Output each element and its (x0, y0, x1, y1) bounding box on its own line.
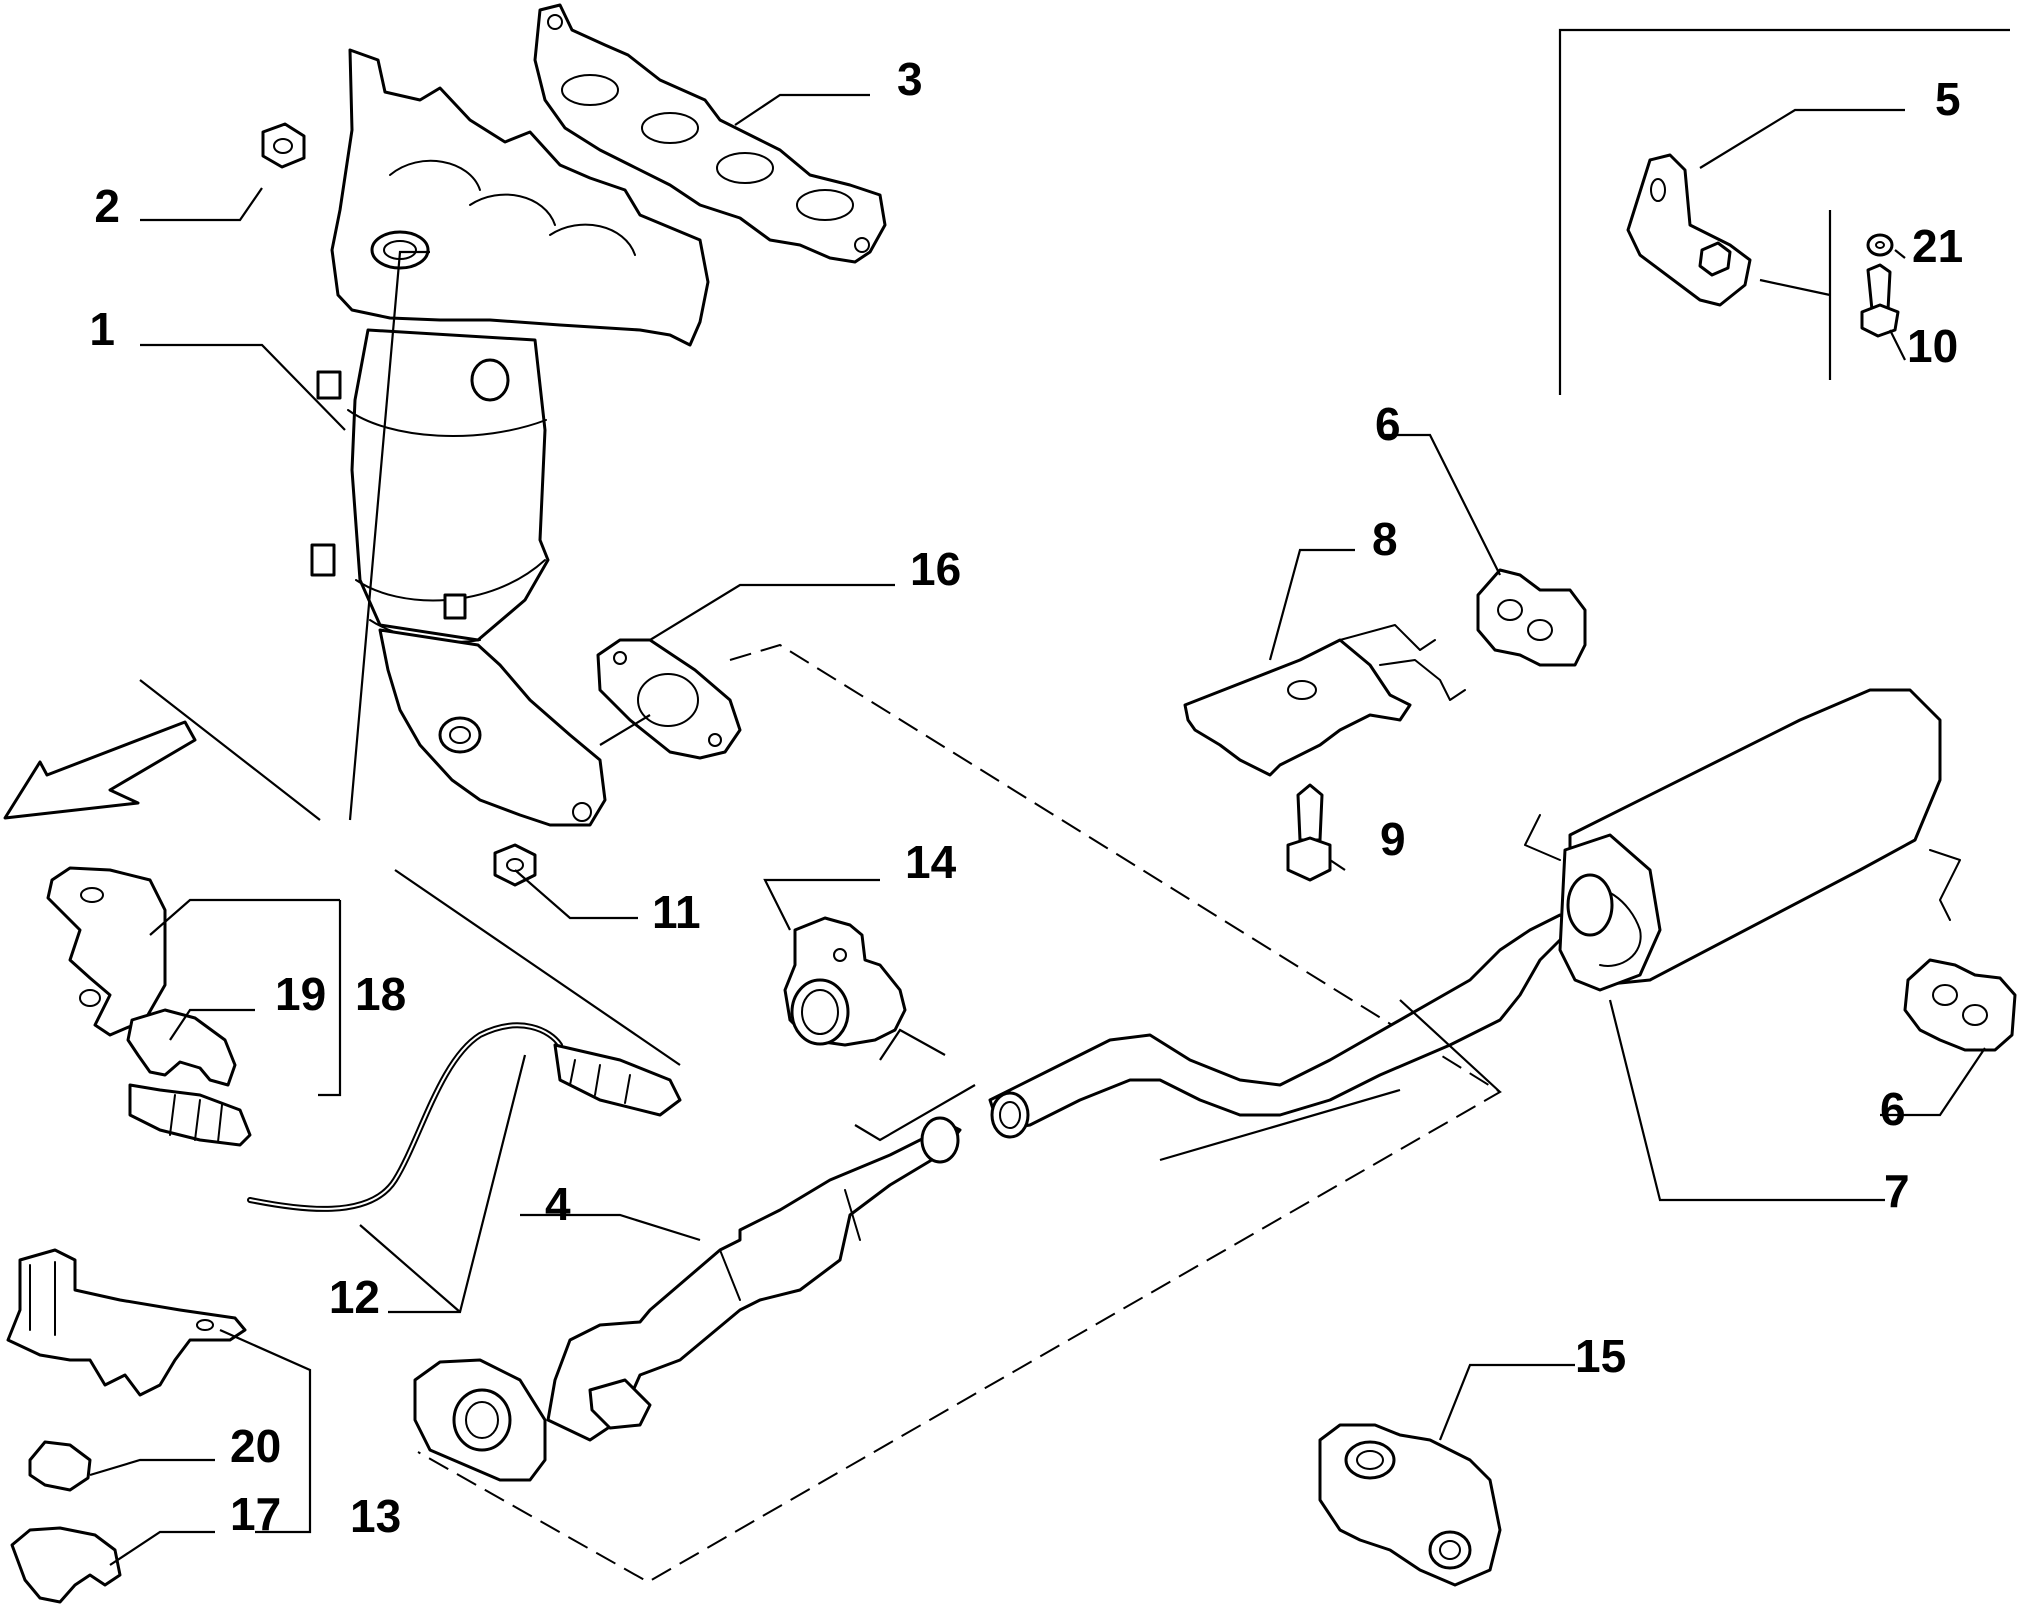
callout-5: 5 (1935, 73, 1961, 125)
callout-7: 7 (1884, 1165, 1910, 1217)
rubber-hanger-part-6-upper (1476, 568, 1587, 667)
callout-10: 10 (1907, 320, 1958, 372)
rubber-mount-part-15 (1318, 1423, 1502, 1587)
bolt-part-10 (1860, 263, 1900, 338)
callout-4: 4 (545, 1178, 571, 1230)
bolt-part-9 (1286, 783, 1332, 882)
bracket-part-13 (6, 1248, 247, 1397)
bracket-part-5 (1626, 153, 1752, 307)
nut-part-11 (493, 843, 537, 887)
callout-6-lower: 6 (1880, 1083, 1906, 1135)
callout-19: 19 (275, 968, 326, 1020)
callout-21: 21 (1912, 220, 1963, 272)
bracket-part-18 (46, 866, 167, 1037)
callout-17: 17 (230, 1488, 281, 1540)
callout-20: 20 (230, 1420, 281, 1472)
leader-lines (89, 28, 2010, 1566)
clip-part-19 (126, 1008, 237, 1087)
callout-13: 13 (350, 1490, 401, 1542)
exhaust-manifold-catalyst (310, 48, 710, 827)
callout-18: 18 (355, 968, 406, 1020)
callout-12: 12 (329, 1271, 380, 1323)
nut-part-2 (261, 122, 306, 169)
front-pipe-part-4 (413, 1116, 962, 1482)
direction-arrow-icon (3, 720, 197, 820)
callout-2: 2 (94, 180, 120, 232)
callout-14: 14 (905, 836, 957, 888)
callout-9: 9 (1380, 813, 1406, 865)
callout-labels: 1 2 3 4 5 6 6 7 8 9 10 11 12 13 14 15 16… (89, 53, 1963, 1542)
callout-8: 8 (1372, 513, 1398, 565)
clamp-part-17 (10, 1526, 122, 1604)
heat-shield-part-8 (1183, 624, 1466, 777)
clamp-part-14 (783, 916, 907, 1047)
washer-part-21 (1866, 233, 1894, 257)
clip-part-20 (28, 1440, 92, 1492)
lambda-sensor-part-12 (128, 1022, 682, 1212)
flange-gasket-part-16 (596, 638, 742, 760)
callout-6-upper: 6 (1375, 398, 1401, 450)
callout-3: 3 (897, 53, 923, 105)
rubber-hanger-part-6-lower (1903, 958, 2017, 1052)
callout-16: 16 (910, 543, 961, 595)
callout-11: 11 (652, 886, 701, 938)
manifold-gasket-part-3 (533, 3, 887, 264)
rear-muffler-part-7 (988, 688, 1961, 1139)
callout-1: 1 (89, 303, 115, 355)
callout-15: 15 (1575, 1330, 1626, 1382)
